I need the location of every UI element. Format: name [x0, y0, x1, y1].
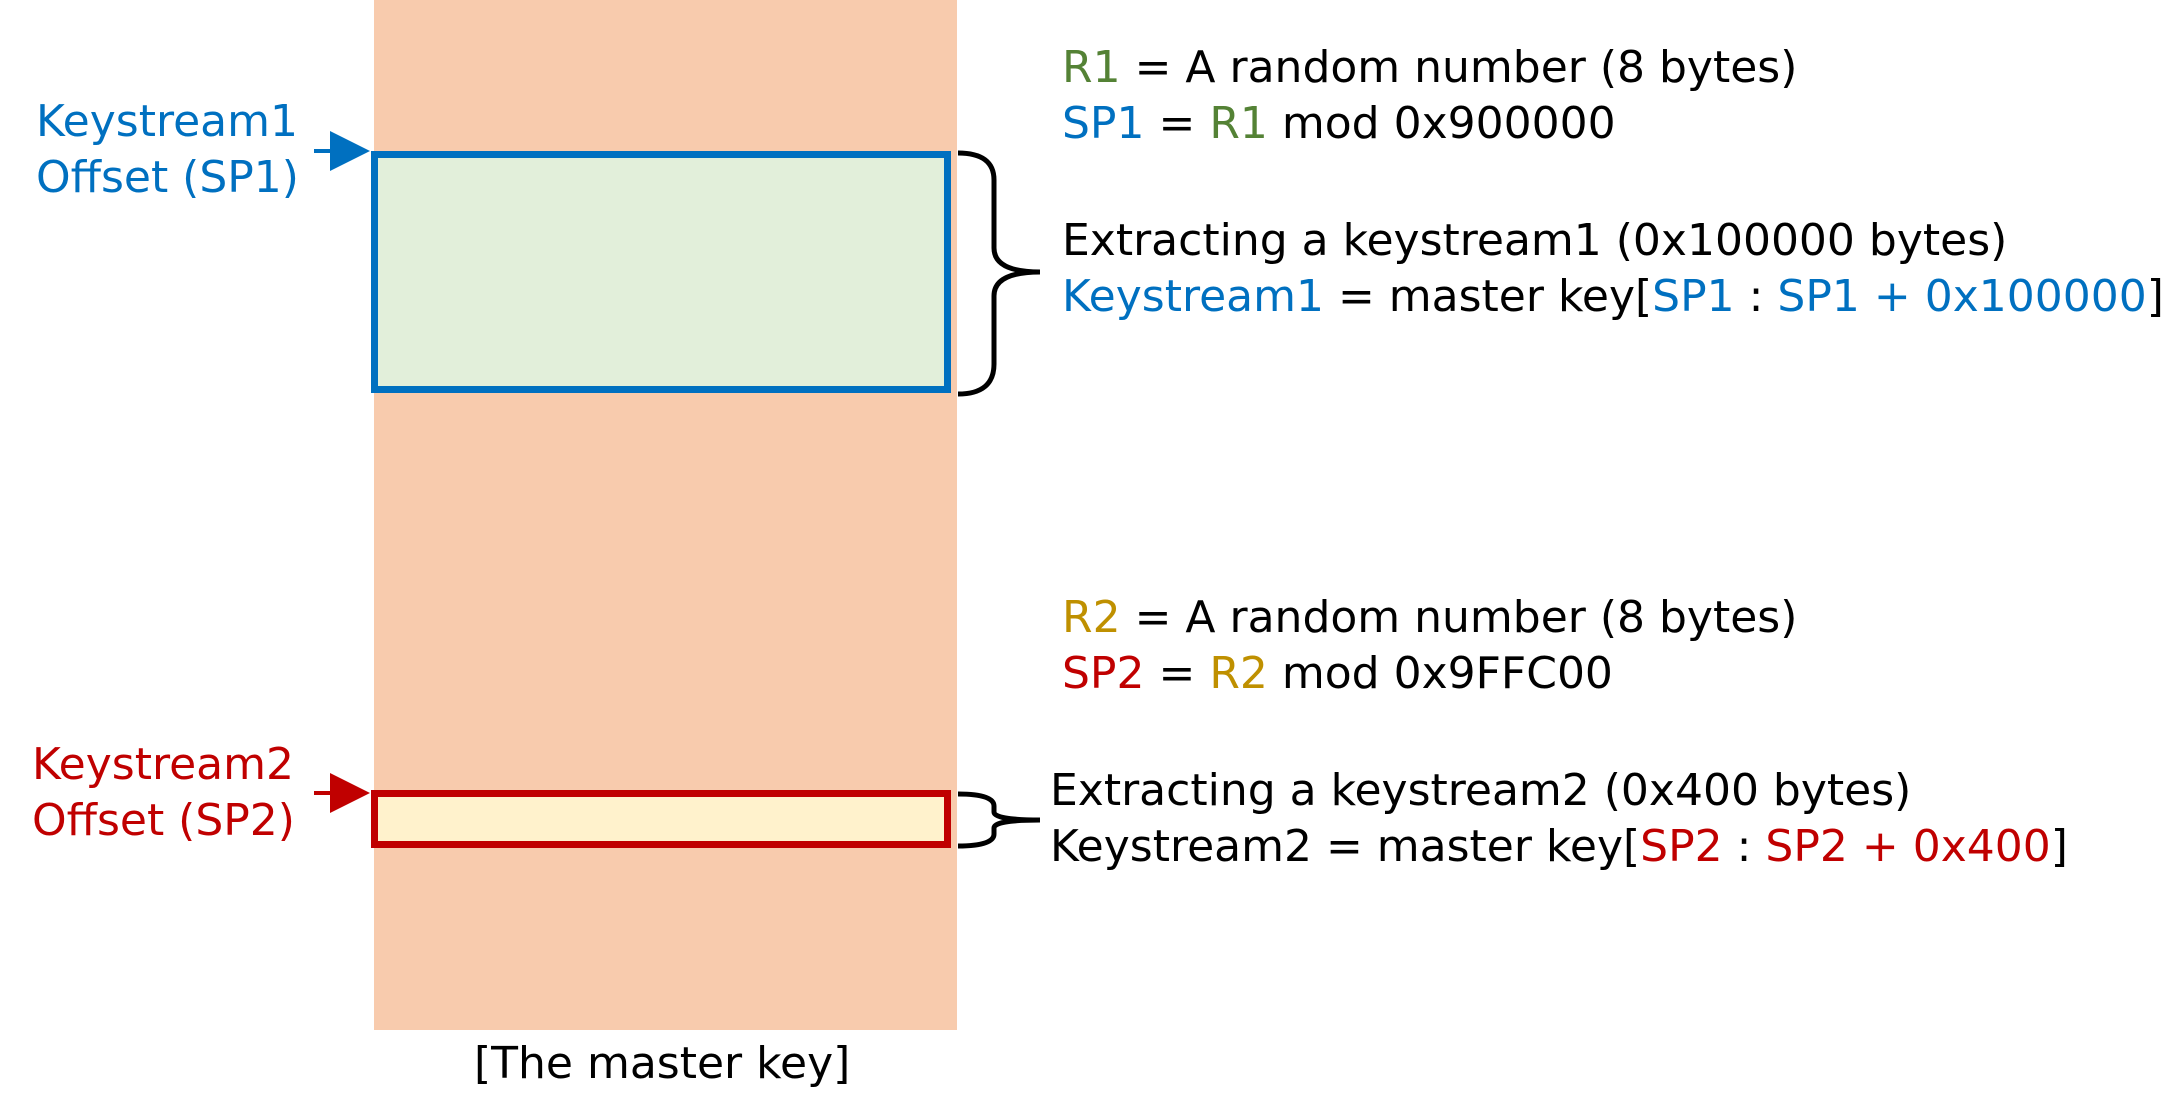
sp2-r2-ref: R2	[1209, 648, 1268, 699]
keystream1-name: Keystream1	[1062, 271, 1324, 322]
keystream1-slice-mid: = master key[	[1323, 271, 1653, 322]
sp1-mod: mod 0x900000	[1267, 98, 1616, 149]
sp2-equals: =	[1144, 648, 1210, 699]
keystream1-region	[371, 151, 951, 393]
keystream1-offset-label-line2: Offset (SP1)	[36, 152, 299, 203]
r2-definition: = A random number (8 bytes)	[1120, 592, 1798, 643]
keystream2-sp-line: SP2 = R2 mod 0x9FFC00	[1062, 646, 1613, 702]
keystream2-brace	[957, 791, 1041, 849]
keystream2-offset-label-line2: Offset (SP2)	[32, 795, 295, 846]
keystream2-name: Keystream2	[1050, 821, 1312, 872]
r2-var: R2	[1062, 592, 1121, 643]
keystream1-slice-line: Keystream1 = master key[SP1 : SP1 + 0x10…	[1062, 269, 2164, 325]
keystream2-extract-line: Extracting a keystream2 (0x400 bytes)	[1050, 765, 1912, 816]
keystream1-slice-start: SP1	[1652, 271, 1735, 322]
master-key-caption: [The master key]	[474, 1038, 851, 1089]
keystream2-slice-close: ]	[2050, 821, 2068, 872]
keystream2-slice-mid: = master key[	[1311, 821, 1641, 872]
keystream1-slice-close: ]	[2146, 271, 2164, 322]
keystream2-r-line: R2 = A random number (8 bytes)	[1062, 590, 1797, 646]
sp1-equals: =	[1144, 98, 1210, 149]
keystream1-slice-colon: :	[1734, 271, 1778, 322]
keystream2-offset-label-line1: Keystream2	[32, 739, 294, 790]
keystream1-brace	[957, 150, 1041, 397]
r1-definition: = A random number (8 bytes)	[1120, 42, 1798, 93]
keystream2-slice-start: SP2	[1640, 821, 1723, 872]
keystream2-region	[371, 790, 951, 848]
keystream1-r-line: R1 = A random number (8 bytes)	[1062, 40, 1797, 96]
keystream1-offset-label-line1: Keystream1	[36, 96, 298, 147]
r1-var: R1	[1062, 42, 1121, 93]
sp1-var: SP1	[1062, 98, 1145, 149]
keystream1-extract-line: Extracting a keystream1 (0x100000 bytes)	[1062, 215, 2008, 266]
keystream1-slice-end: SP1 + 0x100000	[1777, 271, 2147, 322]
keystream2-slice-line: Keystream2 = master key[SP2 : SP2 + 0x40…	[1050, 819, 2068, 875]
sp2-var: SP2	[1062, 648, 1145, 699]
keystream1-sp-line: SP1 = R1 mod 0x900000	[1062, 96, 1616, 152]
sp2-mod: mod 0x9FFC00	[1267, 648, 1613, 699]
sp1-r1-ref: R1	[1209, 98, 1268, 149]
keystream2-slice-end: SP2 + 0x400	[1765, 821, 2051, 872]
keystream2-slice-colon: :	[1722, 821, 1766, 872]
